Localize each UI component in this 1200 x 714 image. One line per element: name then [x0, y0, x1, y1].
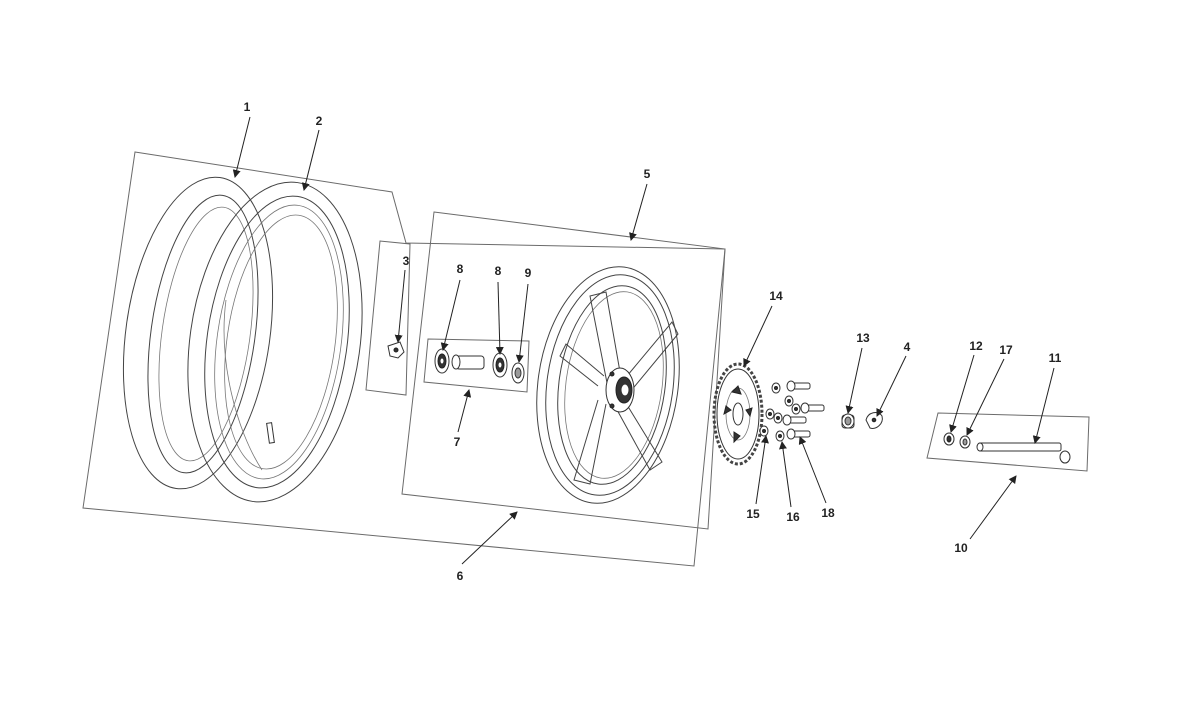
callout-14: 14: [769, 289, 783, 303]
spacer-and-clip: [841, 412, 883, 429]
leader-12: [949, 354, 975, 433]
leader-15: [755, 435, 769, 505]
valve-sub-frame: [365, 240, 411, 396]
leader-11: [1032, 367, 1055, 444]
callout-11: 11: [1049, 351, 1062, 365]
leader-8b: [495, 281, 504, 355]
leader-5: [629, 183, 648, 241]
callout-8a: 8: [457, 262, 464, 276]
leader-18: [798, 436, 827, 504]
callout-7: 7: [454, 435, 461, 449]
callout-12: 12: [969, 339, 983, 353]
callout-1: 1: [244, 100, 251, 114]
callout-2: 2: [316, 114, 323, 128]
inner-tube: [122, 176, 275, 490]
axle-sub-frame: [926, 412, 1090, 472]
callout-18: 18: [821, 506, 835, 520]
leader-16: [778, 441, 792, 508]
axle-assembly: [943, 432, 1071, 464]
leader-4: [876, 355, 907, 417]
callout-15: 15: [746, 507, 760, 521]
tyre: [187, 181, 363, 503]
leader-8a: [440, 279, 461, 351]
leader-14: [743, 305, 773, 367]
callout-8b: 8: [495, 264, 502, 278]
callout-17: 17: [999, 343, 1013, 357]
leader-3: [394, 269, 406, 343]
callout-5: 5: [644, 167, 651, 181]
sprocket-fasteners: [759, 380, 825, 442]
bearing-set: [434, 348, 525, 384]
callout-13: 13: [856, 331, 870, 345]
leader-1: [232, 116, 251, 178]
wheel-rim: [536, 266, 680, 504]
leader-13: [845, 347, 863, 414]
leader-6: [461, 511, 518, 565]
leader-2: [301, 129, 320, 191]
callout-9: 9: [525, 266, 532, 280]
callout-6: 6: [457, 569, 464, 583]
wheel-rim-frame: [401, 211, 726, 530]
leader-7: [457, 389, 472, 433]
callout-4: 4: [904, 340, 911, 354]
valve-part: [387, 341, 405, 359]
leader-9: [515, 283, 529, 363]
bearing-sub-frame: [423, 338, 530, 393]
leader-17: [966, 358, 1005, 436]
callout-3: 3: [403, 254, 410, 268]
callout-10: 10: [954, 541, 968, 555]
leader-10: [969, 475, 1017, 540]
outer-assembly-frame: [82, 151, 726, 567]
callout-16: 16: [786, 510, 800, 524]
sprocket: [712, 362, 764, 466]
